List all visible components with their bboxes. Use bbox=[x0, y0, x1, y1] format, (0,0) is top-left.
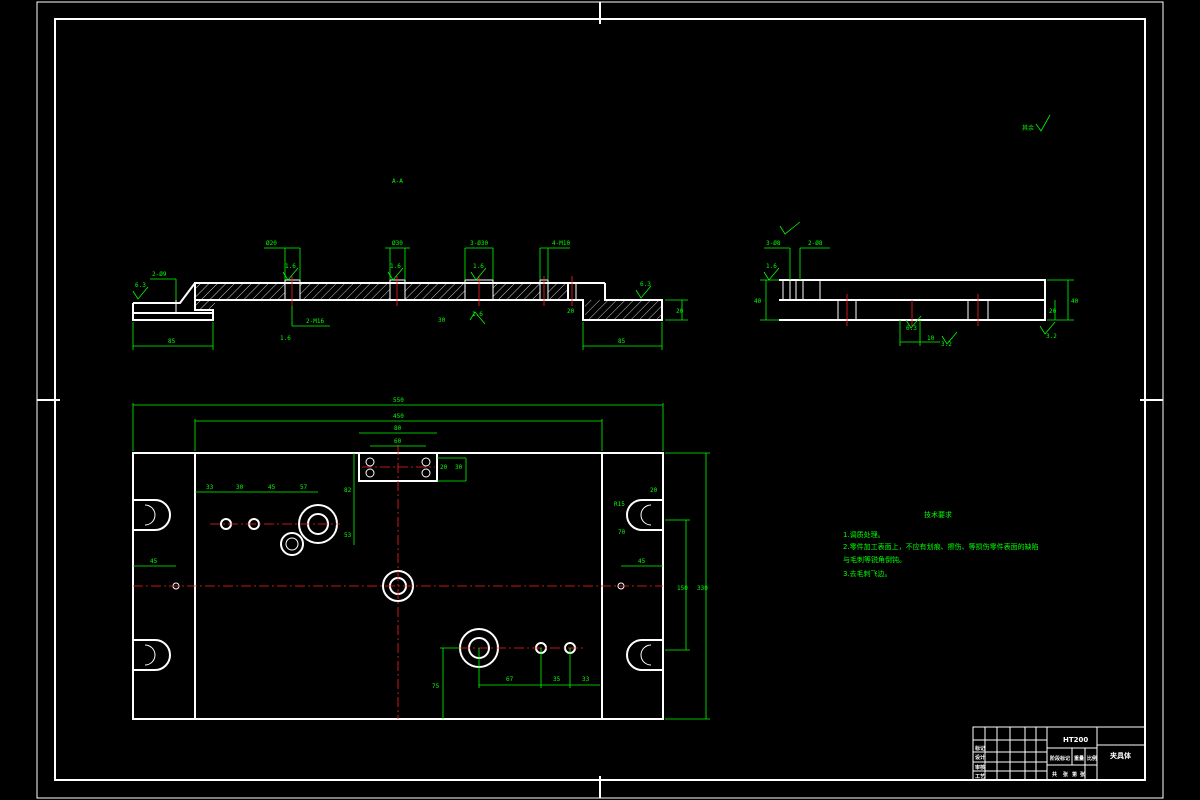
side-dim-40-right: 40 bbox=[1071, 298, 1079, 305]
ra-16-a: 1.6 bbox=[285, 263, 296, 270]
plan-view: 550 450 80 60 20 30 33 30 45 57 82 53 45 bbox=[132, 397, 710, 720]
note-line-2: 2.零件加工表面上，不应有划痕、擦伤、等损伤零件表面的缺陷 bbox=[843, 542, 1039, 551]
dim-y-top: 82 bbox=[344, 487, 352, 494]
dim-right-70: 70 bbox=[618, 529, 626, 536]
tb-sheet-no: 第 bbox=[1072, 771, 1077, 778]
dim-3-d30: 3-Ø30 bbox=[470, 240, 488, 247]
dim-67: 67 bbox=[506, 676, 514, 683]
tb-scale: 比例 bbox=[1087, 755, 1097, 762]
ra-16-b: 1.6 bbox=[390, 263, 401, 270]
tb-row-process: 工艺 bbox=[975, 773, 985, 780]
dim-left-45: 45 bbox=[150, 558, 158, 565]
ra-16-d: 1.6 bbox=[472, 311, 483, 318]
dim-d20: Ø20 bbox=[266, 240, 277, 247]
side-ra-32: 3.2 bbox=[1046, 333, 1057, 340]
section-label: A-A bbox=[392, 178, 403, 185]
dim-330: 330 bbox=[697, 585, 708, 592]
title-part-name: 夹具体 bbox=[1110, 751, 1132, 760]
dim-right-45: 45 bbox=[638, 558, 646, 565]
dim-2-m16: 2-M16 bbox=[306, 318, 324, 325]
dim-60: 60 bbox=[394, 438, 402, 445]
notes-heading: 技术要求 bbox=[924, 510, 952, 519]
title-block: HT200 夹具体 阶段标记 重量 比例 共 张 第 张 标记 设计 审核 工艺 bbox=[972, 726, 1146, 781]
dim-d30: Ø30 bbox=[392, 240, 403, 247]
section-dimensions: 85 85 20 Ø20 Ø30 3-Ø30 4-M10 bbox=[132, 240, 688, 350]
note-line-3: 与毛刺等锐角倒钝。 bbox=[843, 555, 906, 564]
dim-35: 35 bbox=[553, 676, 561, 683]
dim-150: 150 bbox=[677, 585, 688, 592]
dim-4-m10: 4-M10 bbox=[552, 240, 570, 247]
side-dim-20: 20 bbox=[1049, 308, 1057, 315]
section-view-a-a: A-A 85 85 bbox=[132, 178, 688, 350]
sheet-border bbox=[36, 1, 1164, 799]
dim-x4: 57 bbox=[300, 484, 308, 491]
tb-total: 共 bbox=[1052, 771, 1057, 778]
tb-sheet: 张 bbox=[1080, 771, 1086, 778]
dim-30: 30 bbox=[455, 464, 463, 471]
side-ra-16: 1.6 bbox=[766, 263, 777, 270]
side-ra-32-b: 3.2 bbox=[941, 341, 952, 348]
tb-row-mark: 标记 bbox=[974, 745, 985, 752]
dim-20-right: 20 bbox=[676, 308, 684, 315]
tb-weight: 重量 bbox=[1074, 755, 1084, 762]
side-dim-10: 10 bbox=[927, 335, 935, 342]
tb-row-design: 设计 bbox=[975, 754, 985, 761]
dim-85-left: 85 bbox=[168, 338, 176, 345]
dim-x1: 33 bbox=[206, 484, 214, 491]
plan-dimensions: 550 450 80 60 20 30 33 30 45 57 82 53 45 bbox=[132, 397, 710, 720]
dim-30: 30 bbox=[438, 317, 446, 324]
tb-stage-mark: 阶段标记 bbox=[1050, 755, 1070, 762]
roughness-text: 其余 bbox=[1022, 124, 1034, 132]
dim-right-20: 20 bbox=[650, 487, 658, 494]
tb-sheets: 张 bbox=[1063, 771, 1069, 778]
dim-y-mid: 53 bbox=[344, 532, 352, 539]
dim-r15: R15 bbox=[614, 501, 625, 508]
dim-550: 550 bbox=[393, 397, 404, 404]
side-ra-63: 6.3 bbox=[906, 325, 917, 332]
dim-20: 20 bbox=[440, 464, 448, 471]
dim-33: 33 bbox=[582, 676, 590, 683]
ra-16-e: 1.6 bbox=[280, 335, 291, 342]
note-line-4: 3.去毛刺飞边。 bbox=[843, 569, 892, 578]
side-view: 3-Ø8 2-Ø8 1.6 40 40 20 3.2 6.3 3.2 bbox=[754, 221, 1079, 348]
side-2-d8: 2-Ø8 bbox=[808, 240, 823, 247]
title-material: HT200 bbox=[1063, 736, 1088, 744]
dim-x3: 45 bbox=[268, 484, 276, 491]
ra-16-c: 1.6 bbox=[473, 263, 484, 270]
tb-row-review: 审核 bbox=[975, 764, 985, 771]
ra-63-left: 6.3 bbox=[135, 282, 146, 289]
dim-80: 80 bbox=[394, 425, 402, 432]
dim-85-right: 85 bbox=[618, 338, 626, 345]
side-3-d8: 3-Ø8 bbox=[766, 240, 781, 247]
general-roughness-mark: 其余 bbox=[1022, 114, 1051, 132]
ra-63-right: 6.3 bbox=[640, 281, 651, 288]
note-line-1: 1.调质处理。 bbox=[843, 530, 885, 539]
dim-450: 450 bbox=[393, 413, 404, 420]
dim-2-d9: 2-Ø9 bbox=[152, 271, 167, 278]
side-dimensions: 3-Ø8 2-Ø8 1.6 40 40 20 3.2 6.3 3.2 bbox=[754, 221, 1079, 348]
dim-vertical-bottom: 75 bbox=[432, 683, 440, 690]
dim-20-b: 20 bbox=[567, 308, 575, 315]
dim-x2: 30 bbox=[236, 484, 244, 491]
side-dim-40-left: 40 bbox=[754, 298, 762, 305]
technical-requirements: 技术要求 1.调质处理。 2.零件加工表面上，不应有划痕、擦伤、等损伤零件表面的… bbox=[843, 510, 1039, 578]
